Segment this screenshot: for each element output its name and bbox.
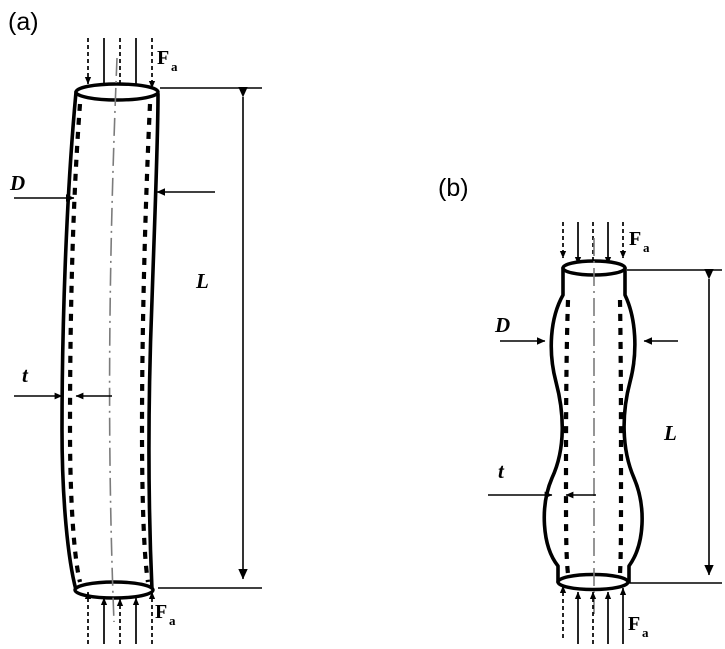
panel-a-ref-wall-right — [139, 103, 153, 583]
panel-b-label: (b) — [438, 174, 469, 202]
panel-a-top-force-label: F — [157, 47, 169, 69]
panel-a-diameter-label: D — [9, 171, 25, 195]
panel-a: (a) F a D t — [8, 8, 262, 644]
panel-a-bottom-load-arrows — [84, 591, 156, 644]
panel-a-thickness-label: t — [22, 363, 29, 387]
panel-b: (b) F a D t L — [438, 174, 722, 644]
panel-b-top-force-label: F — [629, 228, 641, 250]
panel-b-ref-wall-right — [617, 299, 624, 575]
panel-a-label: (a) — [8, 8, 39, 36]
panel-a-length-label: L — [195, 269, 209, 293]
panel-b-top-force-subscript: a — [643, 240, 650, 255]
panel-a-bottom-ellipse — [73, 580, 155, 600]
panel-a-top-force-subscript: a — [171, 59, 178, 74]
panel-b-diameter-label: D — [494, 313, 510, 337]
panel-a-top-ellipse — [74, 82, 160, 102]
panel-b-length-label: L — [663, 421, 677, 445]
panel-b-thickness-label: t — [498, 459, 505, 483]
panel-b-bottom-ellipse — [556, 572, 630, 592]
panel-a-bottom-force-subscript: a — [169, 613, 176, 628]
panel-a-ref-wall-left — [67, 103, 83, 583]
panel-a-bottom-force-label: F — [155, 601, 167, 623]
panel-b-bottom-load-arrows — [559, 585, 627, 644]
panel-b-bottom-force-subscript: a — [642, 625, 649, 640]
panel-a-centerline — [108, 57, 118, 623]
panel-b-ref-wall-left — [563, 299, 571, 575]
panel-b-bottom-force-label: F — [628, 613, 640, 635]
